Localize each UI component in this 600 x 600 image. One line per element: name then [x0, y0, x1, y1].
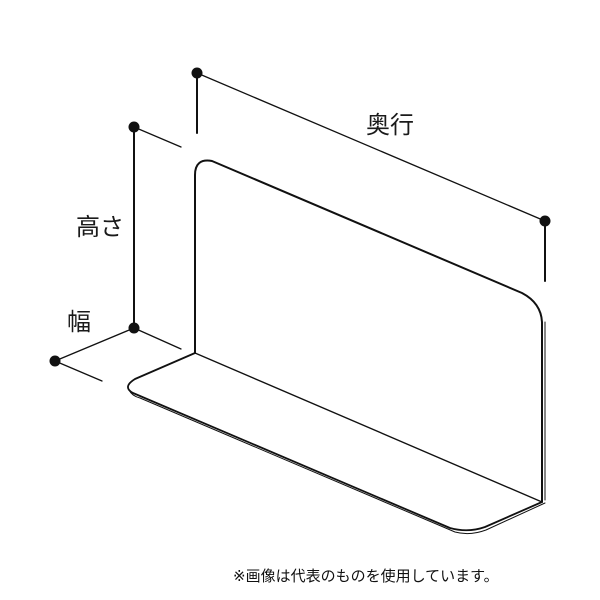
base-plate [127, 352, 546, 535]
height-label: 高さ [76, 213, 124, 241]
dimension-dots [49, 67, 551, 367]
depth-dimension [196, 72, 546, 282]
width-label: 幅 [67, 308, 91, 336]
depth-label: 奥行 [366, 111, 414, 139]
height-dimension [133, 126, 182, 350]
vertical-panel [194, 159, 546, 503]
representative-image-note: ※画像は代表のものを使用しています。 [233, 567, 499, 585]
width-dimension [54, 327, 135, 382]
